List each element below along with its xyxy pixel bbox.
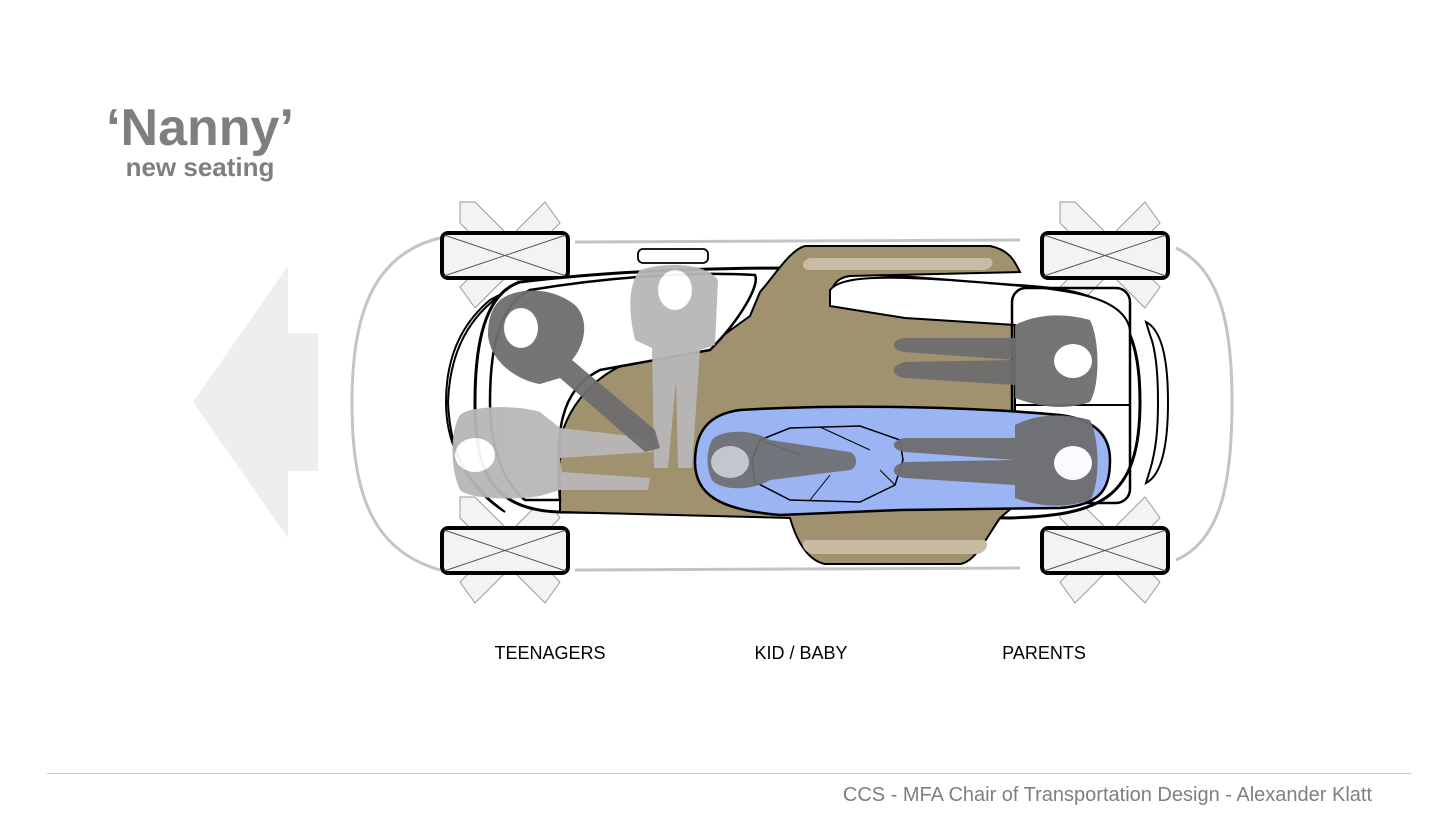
direction-arrow-icon [193,266,318,538]
wheel-icon [440,526,570,575]
mirror [637,248,709,264]
passenger-icon [707,431,856,489]
car-body-icon [350,236,1234,572]
zone-label-parents: PARENTS [1002,643,1086,663]
slide-subtitle: new seating [125,152,275,182]
footer-credit: CCS - MFA Chair of Transportation Design… [842,784,1372,806]
floor-highlight-bottom [802,540,988,554]
zone-label-kid-baby: KID / BABY [754,643,848,663]
rear-light [1144,320,1170,485]
footer-divider [47,773,1411,774]
passenger-icon [893,315,1098,407]
passenger-icon [893,415,1098,506]
title-block: ‘Nanny’ new seating [100,98,300,182]
zone-label-teenagers: TEENAGERS [494,643,606,663]
floor-highlight-top [802,258,993,270]
front-windshield [444,291,506,513]
passenger-icon [488,290,660,452]
slide-title: ‘Nanny’ [106,99,294,157]
wheel-rear-left [440,496,570,604]
wheel-icon [1040,526,1170,575]
passenger-icon [452,407,652,499]
wheel-icon [1040,231,1170,280]
wheel-front-right [1040,201,1170,309]
passenger-icon [630,264,718,468]
wheel-icon [440,231,570,280]
